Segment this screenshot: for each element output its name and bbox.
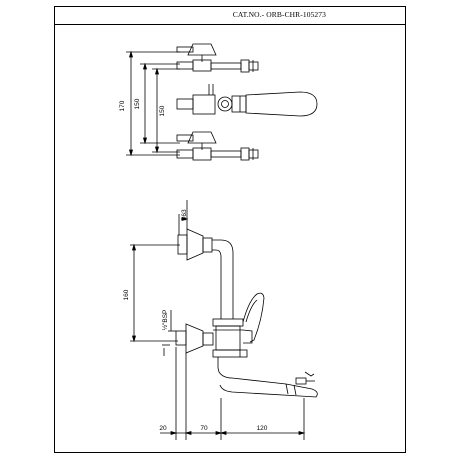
dimension-160: 160	[123, 243, 180, 343]
upper-flange	[176, 43, 259, 73]
dim-label-20: 20	[159, 425, 167, 432]
sheet-border	[54, 6, 406, 453]
mixer-body	[212, 318, 253, 358]
lower-flange	[176, 131, 259, 161]
diverter-knob	[295, 371, 315, 385]
dim-label-170: 170	[119, 100, 126, 111]
dim-label-120: 120	[257, 425, 268, 432]
dim-label-thread: ½"BSP	[161, 310, 169, 331]
dimension-diameter: ø63	[178, 200, 189, 235]
dim-label-70: 70	[200, 425, 208, 432]
dimension-thread: ½"BSP	[161, 310, 176, 356]
side-lower-flange	[175, 323, 214, 354]
dim-label-160: 160	[123, 289, 130, 300]
side-view: ø63 160 ½"BSP	[123, 200, 318, 440]
title-block: CAT.NO.- ORB-CHR-105273	[54, 6, 406, 25]
dimension-150-left: 150	[134, 62, 180, 145]
top-view: 170 150 150	[119, 43, 318, 161]
side-upper-flange	[177, 228, 213, 261]
bath-spout	[217, 357, 318, 398]
dim-label-150-right: 150	[159, 105, 166, 116]
catalog-number: CAT.NO.- ORB-CHR-105273	[232, 10, 326, 19]
dimension-150-right: 150	[152, 67, 180, 154]
dim-label-diameter: ø63	[181, 209, 188, 221]
dim-label-150-left: 150	[134, 98, 141, 109]
dimension-170: 170	[119, 50, 180, 157]
riser-pipe	[212, 239, 234, 319]
diverter-body	[176, 84, 318, 117]
dimension-horizontal: 20 70 120	[159, 347, 306, 440]
lever-handle	[242, 292, 265, 343]
